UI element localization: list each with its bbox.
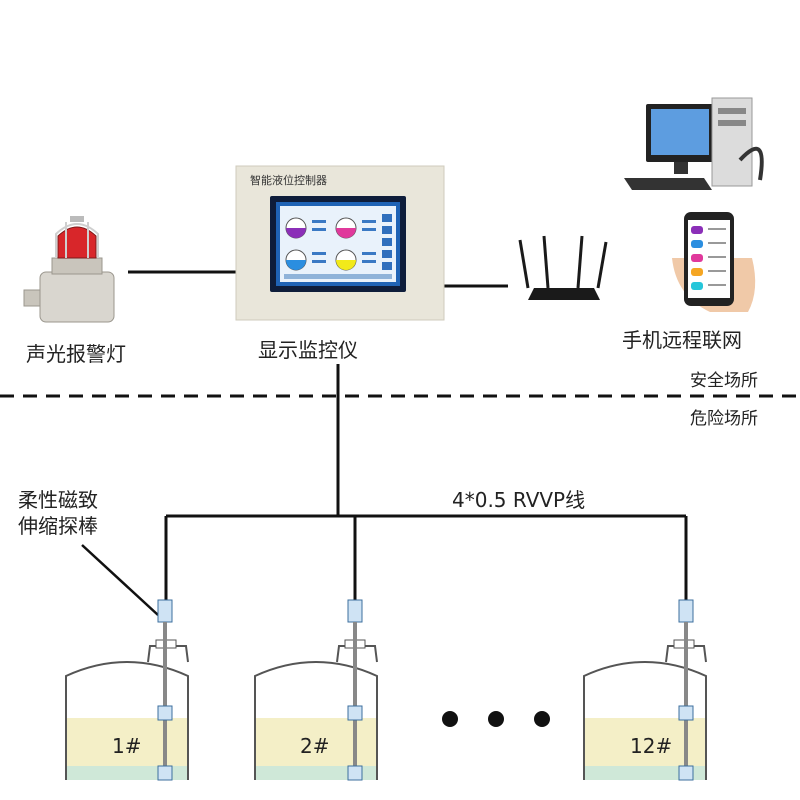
- tank-12: [583, 599, 707, 781]
- controller-panel: [235, 165, 445, 321]
- alarm-caption: 声光报警灯: [26, 342, 126, 366]
- computer-icon: [624, 97, 764, 190]
- hazard-zone-label: 危险场所: [690, 409, 758, 429]
- tank-label-2: 2#: [300, 734, 330, 758]
- tank-label-12: 12#: [630, 734, 673, 758]
- phone-icon: [672, 212, 756, 312]
- probe-caption-line2: 伸缩探棒: [18, 514, 98, 538]
- safe-zone-label: 安全场所: [690, 371, 758, 391]
- controller-panel-title: 智能液位控制器: [250, 174, 327, 187]
- tank-1: [65, 599, 189, 781]
- ellipsis-icon: [442, 711, 550, 727]
- network-caption: 手机远程联网: [622, 328, 742, 352]
- probe-pointer-line: [81, 544, 159, 616]
- cable-label: 4*0.5 RVVP线: [452, 488, 586, 512]
- tank-label-1: 1#: [112, 734, 142, 758]
- probe-caption-line1: 柔性磁致: [18, 488, 98, 512]
- router-icon: [518, 235, 608, 300]
- tank-2: [254, 599, 378, 781]
- controller-caption: 显示监控仪: [258, 338, 358, 362]
- alarm-light-icon: [23, 216, 115, 323]
